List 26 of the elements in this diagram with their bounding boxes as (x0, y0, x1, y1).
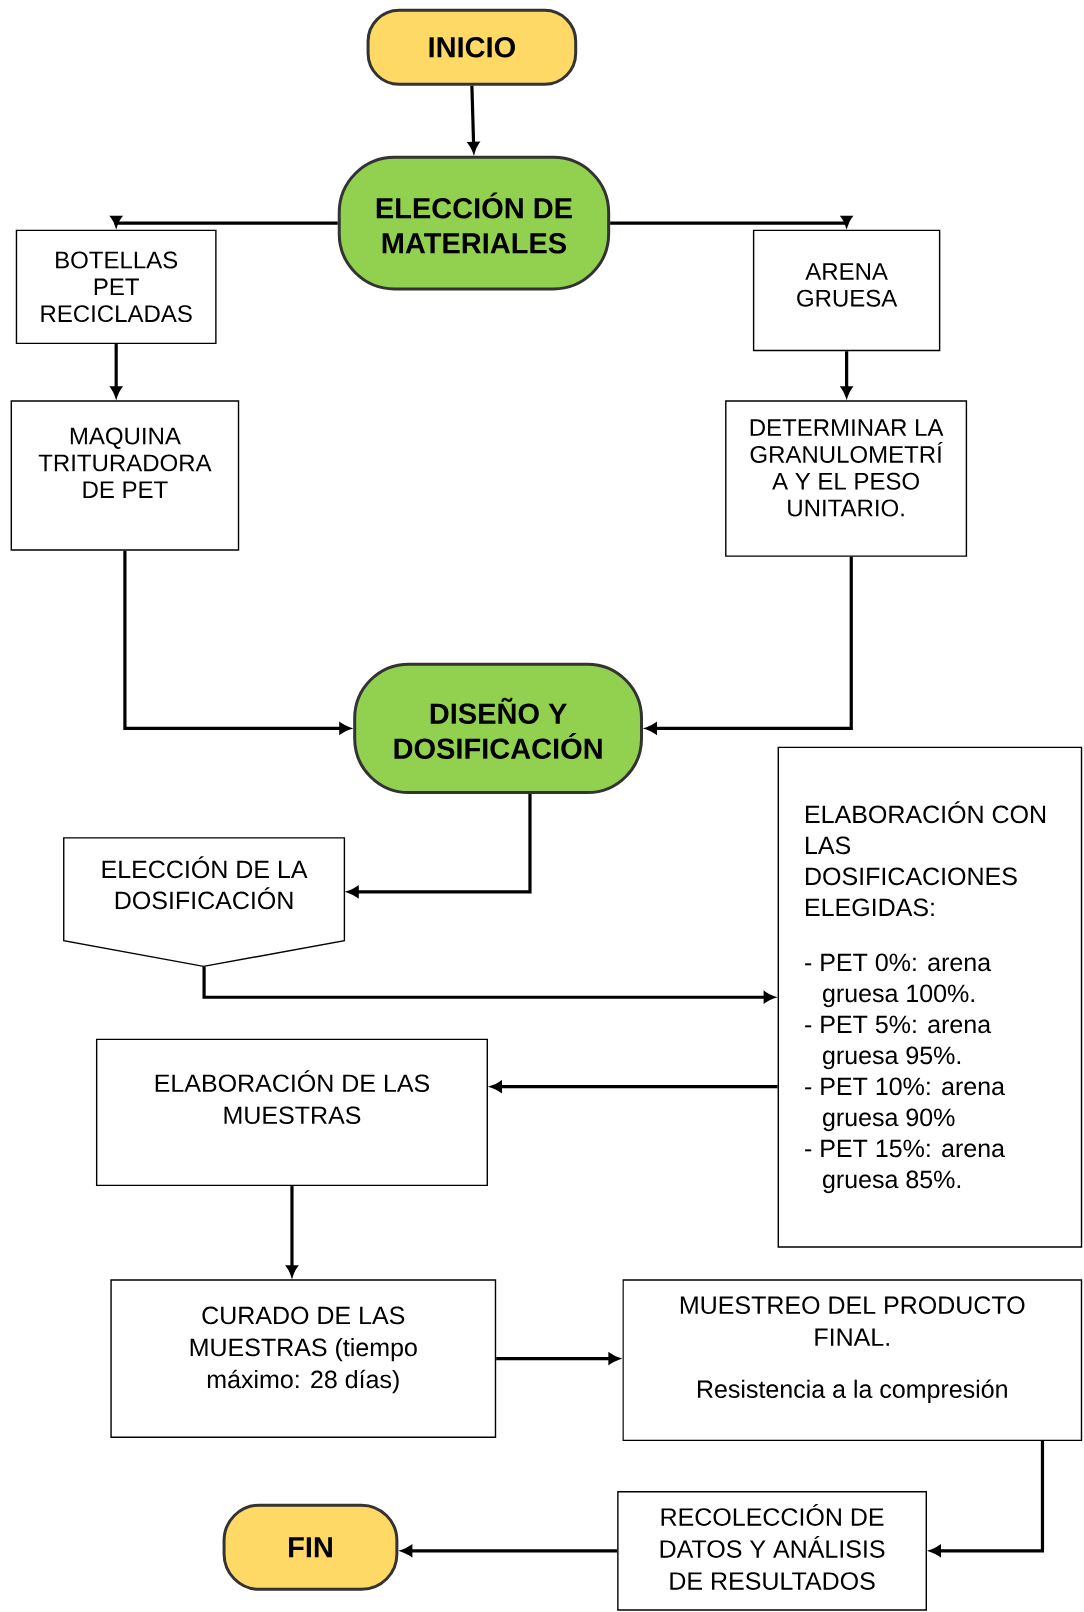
arrow (123, 550, 351, 734)
arrow (610, 215, 853, 227)
process-box: MAQUINA TRITURADORA DE PET (10, 400, 240, 551)
arrow (401, 1545, 618, 1557)
process-box: BOTELLAS PET RECICLADAS (15, 229, 217, 345)
process-box: RECOLECCIÓN DE DATOS Y ANÁLISIS DE RESULTADOS (617, 1491, 928, 1611)
process-box: MUESTREO DEL PRODUCTO FINAL. Resistencia a la compresión (622, 1279, 1083, 1442)
arrow (468, 85, 480, 153)
arrow (110, 344, 122, 398)
process-box: DISEÑO Y DOSIFICACIÓN (353, 662, 644, 795)
process-box: ARENA GRUESA (753, 229, 941, 352)
process-box: CURADO DE LAS MUESTRAS (tiempo máximo: 28 días) (110, 1279, 497, 1438)
terminal-box: INICIO (366, 8, 578, 86)
arrow (110, 215, 338, 227)
arrow (496, 1353, 620, 1365)
process-box: ELABORACIÓN DE LAS MUESTRAS (96, 1038, 489, 1187)
process-box: ELABORACIÓN CON LAS DOSIFICACIONES ELEGIDAS: - PET 0%: arena gruesa 100%. - PET 5%: arena gruesa 95%. - PET 10%: arena gruesa 90% - PET 15%: arena gruesa 85%. (777, 746, 1083, 1248)
arrow (348, 794, 532, 898)
off-page-connector: ELECCIÓN DE LA DOSIFICACIÓN (63, 837, 346, 968)
terminal-box: FIN (222, 1503, 399, 1591)
process-box: ELECCIÓN DE MATERIALES (337, 155, 611, 291)
arrow (841, 351, 853, 398)
arrow (286, 1186, 298, 1277)
arrow (202, 966, 775, 1003)
arrow (930, 1441, 1045, 1557)
process-box: DETERMINAR LA GRANULOMETRÍ A Y EL PESO UNITARIO. (725, 400, 968, 557)
